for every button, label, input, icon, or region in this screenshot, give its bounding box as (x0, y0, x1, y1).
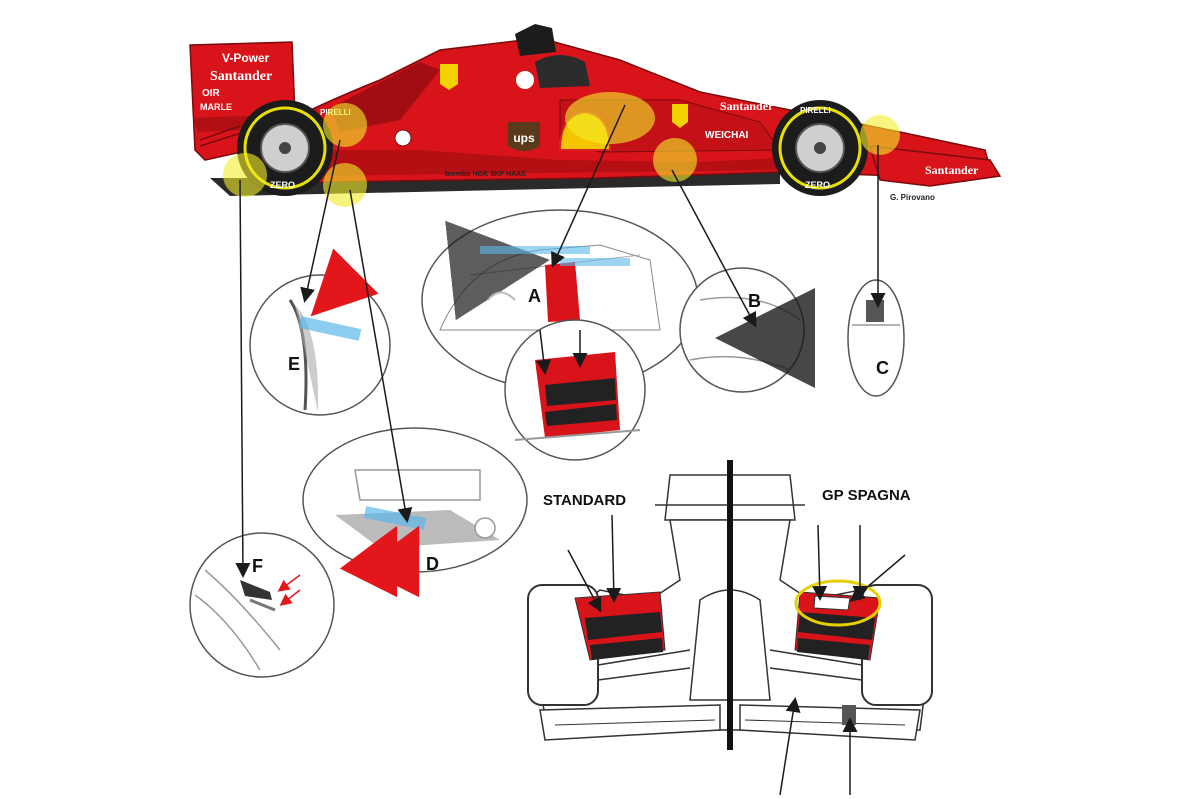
label-standard: STANDARD (543, 492, 626, 509)
sponsor-ups: ups (513, 131, 535, 145)
detail-f-inset (189, 532, 335, 678)
sponsor-santander-rear: Santander (210, 69, 272, 84)
sponsor-strip: brembo HGK SKF HAAS (445, 171, 526, 178)
detail-c-inset (847, 279, 905, 397)
label-c: C (876, 358, 889, 378)
sponsor-santander-side: Santander (720, 99, 774, 113)
sponsor-pirelli-front: PIRELLI (800, 106, 831, 115)
label-gp-spagna: GP SPAGNA (822, 487, 911, 504)
sponsor-vpower: V-Power (222, 51, 270, 65)
label-d: D (426, 554, 439, 574)
labels: A B C D E F STANDARD GP SPAGNA (252, 286, 911, 576)
sponsor-weichai: WEICHAI (705, 130, 749, 141)
tyre-label-rear: ZERO (270, 180, 295, 190)
car-front-view (527, 460, 933, 750)
label-e: E (288, 354, 300, 374)
detail-a-sidepod-inset (504, 319, 646, 461)
sponsor-santander-nose: Santander (925, 163, 979, 177)
rear-wheel: ZERO (237, 100, 333, 196)
illustrator-credit: G. Pirovano (890, 193, 935, 202)
detail-d-inset (302, 427, 528, 598)
callout-lines (235, 104, 906, 796)
detail-e-inset (249, 248, 391, 416)
front-wheel: ZERO PIRELLI (772, 100, 868, 196)
sponsor-oir: OIR (202, 88, 221, 99)
label-f: F (252, 556, 263, 576)
tyre-label-front: ZERO (805, 180, 830, 190)
label-b: B (748, 291, 761, 311)
sponsor-marlboro: MARLE (200, 102, 232, 112)
detail-b-inset (679, 267, 815, 393)
highlight-markers (223, 92, 900, 207)
label-a: A (528, 286, 541, 306)
